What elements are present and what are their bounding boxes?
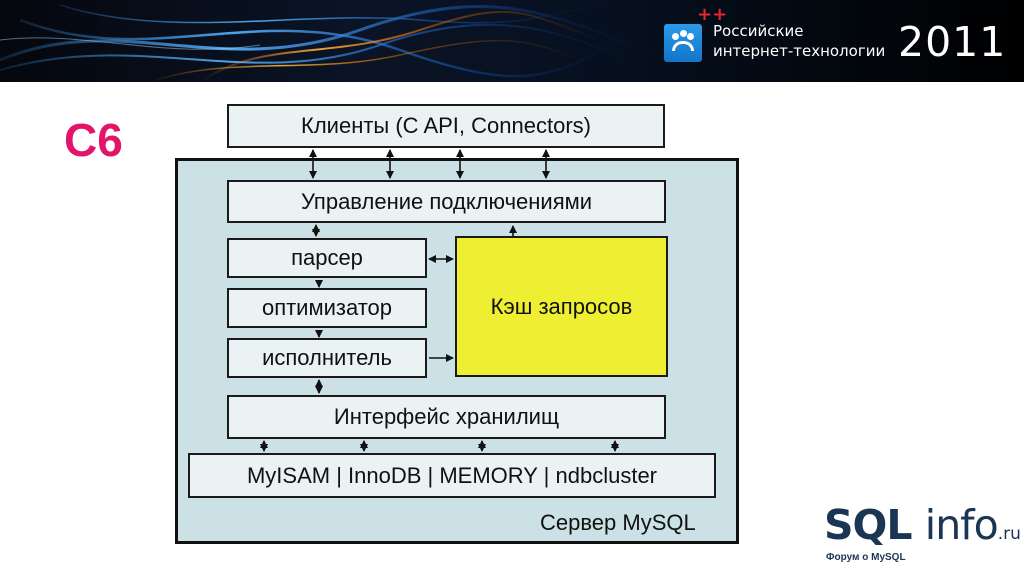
clients-box: Клиенты (C API, Connectors) bbox=[227, 104, 665, 148]
event-name-line2: интернет-технологии bbox=[713, 42, 886, 60]
sqlinfo-logo-tld: .ru bbox=[997, 524, 1021, 544]
optimizer-box: оптимизатор bbox=[227, 288, 427, 328]
decorative-light-waves bbox=[0, 4, 661, 82]
storage-interface-box: Интерфейс хранилищ bbox=[227, 395, 666, 439]
server-label: Сервер MySQL bbox=[540, 510, 696, 535]
executor-box: исполнитель bbox=[227, 338, 427, 378]
connection-management-box: Управление подключениями bbox=[227, 180, 666, 223]
sqlinfo-logo-info: info bbox=[924, 501, 999, 549]
sqlinfo-logo: SQL info.ru Форум о MySQL bbox=[824, 505, 1021, 564]
event-year: 2011 bbox=[898, 18, 1007, 66]
sqlinfo-tagline: Форум о MySQL bbox=[826, 552, 906, 563]
event-name-line1: Российские bbox=[713, 22, 804, 40]
plus-mark: ++ bbox=[697, 4, 728, 25]
rit-logo-icon bbox=[664, 24, 702, 62]
storage-engines-box: MyISAM | InnoDB | MEMORY | ndbcluster bbox=[188, 453, 716, 498]
query-cache-box: Кэш запросов bbox=[455, 236, 668, 377]
header-banner: ++ Российские интернет-технологии 2011 bbox=[0, 0, 1024, 82]
slide-label: C6 bbox=[64, 114, 123, 166]
parser-box: парсер bbox=[227, 238, 427, 278]
sqlinfo-logo-sql: SQL bbox=[824, 501, 913, 549]
